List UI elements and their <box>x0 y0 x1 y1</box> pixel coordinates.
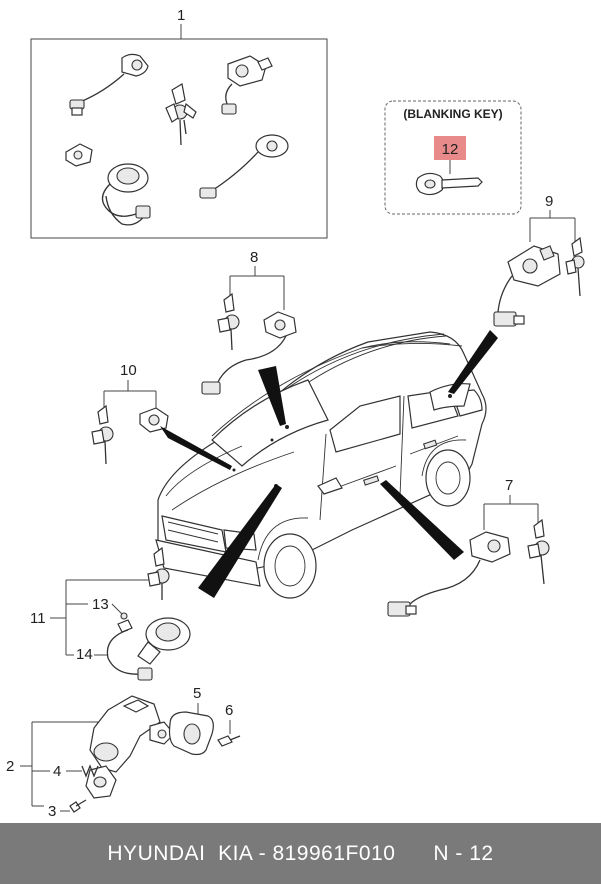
pointer-arrows <box>160 330 498 598</box>
arrow-door <box>380 480 464 560</box>
footer-page-ref: N - 12 <box>433 842 494 865</box>
group-10-glove-box-lock: 10 <box>91 362 169 465</box>
callout-10: 10 <box>120 362 137 379</box>
group-2-steering-lock-body: 2 4 3 5 6 <box>6 685 241 820</box>
parts-diagram: 1 <box>6 7 585 820</box>
callout-3: 3 <box>48 803 56 820</box>
callout-8: 8 <box>250 249 258 266</box>
fuel-door-lock <box>199 134 289 199</box>
footer-bar: HYUNDAI KIA - 819961F010 N - 12 <box>0 823 601 884</box>
keys-10 <box>91 404 114 465</box>
callout-4: 4 <box>53 763 61 780</box>
callout-14: 14 <box>76 646 93 663</box>
callout-9: 9 <box>545 193 553 210</box>
footer-text: HYUNDAI KIA - 819961F010 N - 12 <box>0 823 601 884</box>
callout-6: 6 <box>225 702 233 719</box>
group-11-ignition-lock: 11 13 14 <box>30 546 191 681</box>
blanking-key-label: (BLANKING KEY) <box>403 107 502 121</box>
group-1-frame <box>30 38 328 239</box>
callout-5: 5 <box>193 685 201 702</box>
callout-13: 13 <box>92 596 109 613</box>
blanking-key-frame <box>384 100 522 215</box>
blanking-key-group: (BLANKING KEY) 12 <box>384 100 522 215</box>
glove-box-lock <box>65 143 93 167</box>
callout-12-highlight <box>434 136 466 160</box>
ignition-cylinder-set <box>101 163 151 226</box>
callout-1: 1 <box>177 7 185 24</box>
footer-part-number: 819961F010 <box>272 842 396 865</box>
keys-7 <box>527 518 550 585</box>
arrow-tailgate <box>448 330 498 394</box>
tailgate-lock-cylinder <box>221 55 273 115</box>
group-8-door-lock: 8 <box>201 249 297 395</box>
keys-8 <box>217 292 240 351</box>
blanking-key <box>415 172 483 196</box>
arrow-glove-box <box>160 426 232 470</box>
arrow-ignition <box>198 484 282 598</box>
group-7-driver-door-lock: 7 <box>387 477 550 617</box>
keys-11 <box>147 546 170 600</box>
vehicle-illustration <box>155 331 487 599</box>
callout-2: 2 <box>6 758 14 775</box>
ignition-keys <box>165 83 197 146</box>
group-1-lock-set: 1 <box>30 7 328 239</box>
arrow-hood <box>258 366 286 426</box>
callout-11: 11 <box>30 610 46 627</box>
door-lock-cylinder-left <box>69 53 149 116</box>
keys-9 <box>565 236 585 297</box>
group-9-tailgate-lock: 9 <box>493 193 585 327</box>
footer-separator: - <box>252 842 273 865</box>
footer-brand: HYUNDAI KIA <box>107 842 253 865</box>
callout-7: 7 <box>505 477 513 494</box>
callout-12: 12 <box>442 141 459 158</box>
